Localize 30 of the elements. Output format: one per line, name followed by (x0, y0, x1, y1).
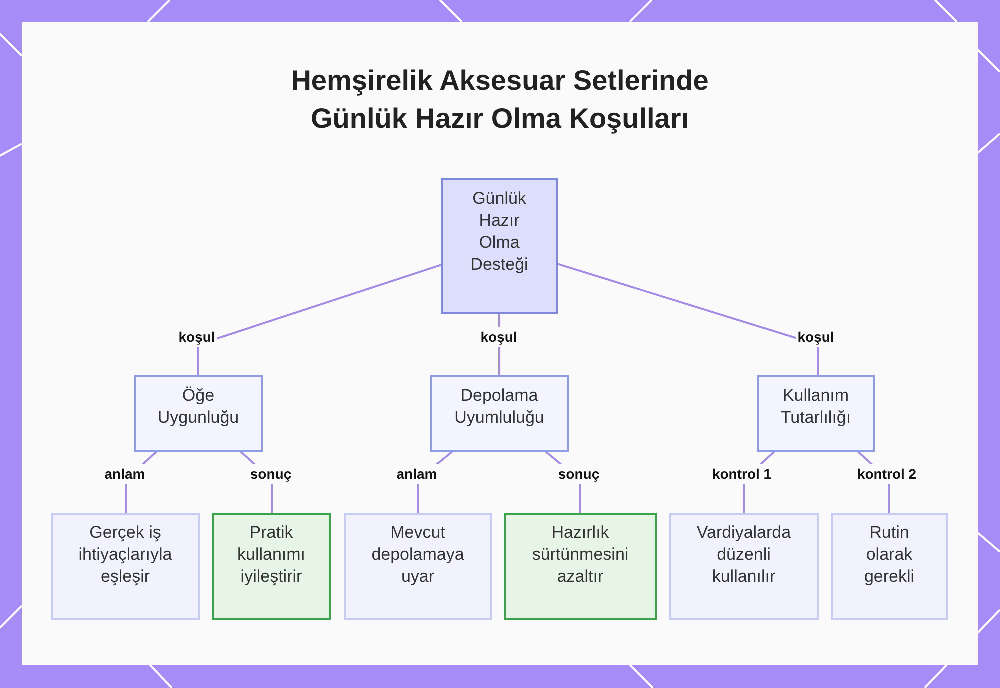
outcome-box (504, 513, 657, 620)
edge-label: koşul (478, 327, 520, 347)
category-box (757, 375, 875, 452)
node-text: Rutin olarak gerekli (863, 522, 916, 588)
edge-label: anlam (102, 464, 148, 484)
node-text: Mevcut depolamaya uyar (370, 522, 466, 588)
edge-label: sonuç (556, 464, 602, 484)
outcome-box (212, 513, 331, 620)
outcome-box (51, 513, 200, 620)
outcome-box (669, 513, 819, 620)
node-text: Gerçek iş ihtiyaçlarıyla eşleşir (78, 522, 174, 588)
edge-label: kontrol 1 (710, 464, 774, 484)
node-text: Depolama Uyumluluğu (454, 385, 546, 429)
node-text: Hazırlık sürtünmesini azaltır (531, 522, 630, 588)
topic-box (441, 178, 558, 314)
edge-label: sonuç (248, 464, 294, 484)
node-text: Vardiyalarda düzenli kullanılır (696, 522, 792, 588)
node-text: Öğe Uygunluğu (156, 385, 240, 429)
node-text: Günlük Hazır Olma Desteği (470, 188, 530, 276)
edge-label: anlam (394, 464, 440, 484)
outcome-box (831, 513, 948, 620)
category-box (430, 375, 569, 452)
node-text: Kullanım Tutarlılığı (780, 385, 852, 429)
edge-label: kontrol 2 (855, 464, 919, 484)
category-box (134, 375, 263, 452)
diagram-title: Hemşirelik Aksesuar Setlerinde Günlük Hazır Olma Koşulları (290, 64, 710, 136)
connector-line (558, 263, 819, 375)
connector-line (197, 264, 442, 375)
outcome-box (344, 513, 492, 620)
node-text: Pratik kullanımı iyileştirir (236, 522, 307, 588)
